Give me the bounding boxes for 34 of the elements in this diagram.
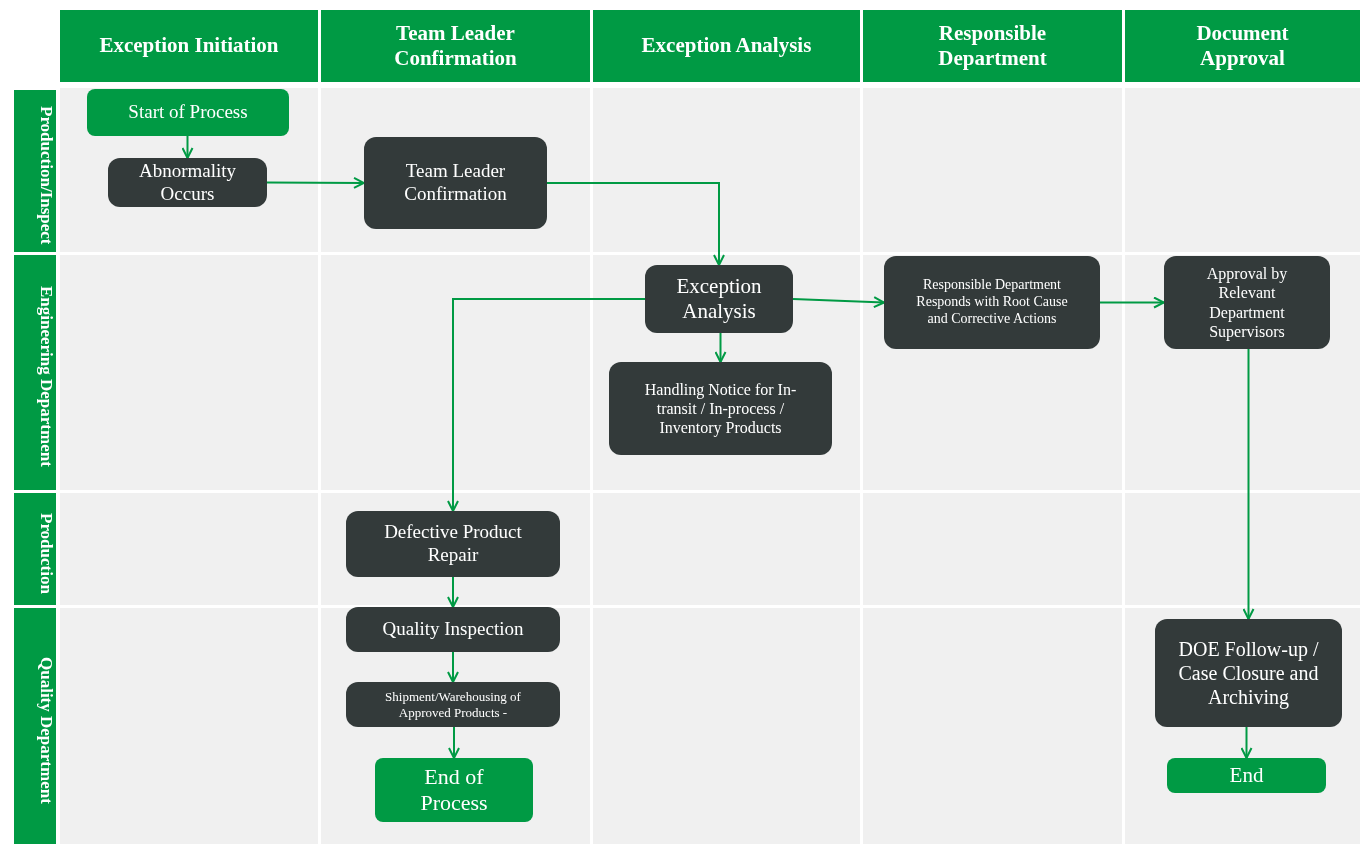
column-header: Exception Initiation — [60, 10, 318, 82]
column-header: Team Leader Confirmation — [321, 10, 590, 82]
lane-header: Quality Department — [14, 608, 56, 844]
process-box: Quality Inspection — [346, 607, 560, 652]
process-box: Exception Analysis — [645, 265, 793, 333]
arrow — [546, 182, 725, 266]
arrow — [1099, 296, 1165, 309]
process-box: Responsible Department Responds with Root Cause and Corrective Actions — [884, 256, 1100, 349]
process-box: Approval by Relevant Department Supervisors — [1164, 256, 1330, 349]
process-box: Shipment/Warehousing of Approved Products - — [346, 682, 560, 727]
arrow — [266, 176, 365, 189]
column-header: Exception Analysis — [593, 10, 860, 82]
process-box: Team Leader Confirmation — [364, 137, 547, 229]
lane-header: Production/Inspect — [14, 90, 56, 252]
arrow — [447, 651, 459, 683]
terminal-box: End of Process — [375, 758, 533, 822]
column-header: Responsible Department — [863, 10, 1122, 82]
process-box: DOE Follow-up / Case Closure and Archiving — [1155, 619, 1342, 727]
arrow — [792, 296, 885, 309]
arrow — [181, 135, 194, 159]
arrow — [448, 726, 460, 759]
lane-header: Engineering Department — [14, 255, 56, 490]
process-box: Abnormality Occurs — [108, 158, 267, 207]
arrow — [1240, 726, 1253, 759]
arrow — [714, 332, 727, 363]
terminal-box: End — [1167, 758, 1326, 793]
lane-header: Production — [14, 493, 56, 605]
column-header: Document Approval — [1125, 10, 1360, 82]
process-box: Defective Product Repair — [346, 511, 560, 577]
arrow — [447, 298, 646, 512]
arrow — [1242, 348, 1255, 620]
process-box: Handling Notice for In-transit / In-process / Inventory Products — [609, 362, 832, 455]
terminal-box: Start of Process — [87, 89, 289, 136]
arrow — [447, 576, 459, 608]
